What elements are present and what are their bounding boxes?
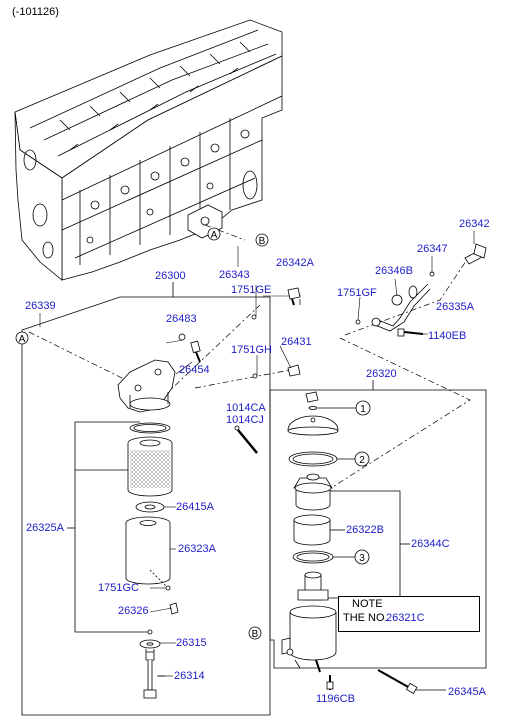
callout-26322b[interactable]: 26322B	[346, 524, 384, 536]
marker-2-label: 2	[359, 455, 365, 466]
marker-a-left-label: A	[19, 334, 26, 345]
callout-26346b[interactable]: 26346B	[375, 265, 413, 277]
callout-1751gh[interactable]: 1751GH	[231, 344, 272, 356]
callout-1751ge[interactable]: 1751GE	[231, 284, 272, 296]
callout-26323a[interactable]: 26323A	[178, 543, 216, 555]
callout-26342[interactable]: 26342	[459, 218, 490, 230]
dashed-leaders	[28, 224, 471, 496]
revision-label: (-101126)	[12, 6, 59, 18]
callout-1140eb[interactable]: 1140EB	[428, 330, 467, 342]
callout-26325a[interactable]: 26325A	[26, 522, 64, 534]
bolt-26454	[178, 333, 201, 363]
callout-26347[interactable]: 26347	[417, 243, 448, 255]
callout-26454[interactable]: 26454	[179, 364, 210, 376]
callout-1014cj[interactable]: 1014CJ	[226, 414, 264, 426]
callout-1751gf[interactable]: 1751GF	[337, 287, 377, 299]
filter-head-housing	[117, 359, 176, 413]
marker-2: 2	[354, 451, 370, 467]
marker-b-bottom-label: B	[252, 629, 259, 640]
engine-block-illustration	[14, 19, 283, 281]
marker-a-top: A	[207, 227, 221, 241]
right-filter-components	[281, 391, 357, 673]
stud-1014ca	[234, 425, 258, 454]
banjo-bolt-26342	[464, 243, 487, 265]
callout-26342a[interactable]: 26342A	[276, 257, 314, 269]
callout-26326[interactable]: 26326	[118, 605, 149, 617]
callout-26320[interactable]: 26320	[366, 368, 397, 380]
callout-26339[interactable]: 26339	[25, 300, 56, 312]
drain-plug-parts	[139, 569, 179, 699]
callout-26300[interactable]: 26300	[155, 270, 186, 282]
marker-a-top-label: A	[211, 230, 218, 241]
bolt-1140eb	[397, 328, 424, 337]
callout-26343[interactable]: 26343	[219, 269, 250, 281]
callout-26431[interactable]: 26431	[281, 336, 312, 348]
note-prefix: THE NO.	[343, 612, 388, 624]
filter-cartridge-upper	[127, 422, 173, 513]
callout-26345a[interactable]: 26345A	[448, 686, 486, 698]
marker-1: 1	[355, 400, 371, 416]
marker-b-bottom: B	[248, 626, 262, 640]
callout-26315[interactable]: 26315	[176, 637, 207, 649]
callout-1751gc[interactable]: 1751GC	[98, 582, 139, 594]
callout-26483[interactable]: 26483	[166, 313, 197, 325]
callout-1014ca[interactable]: 1014CA	[226, 402, 266, 414]
marker-3: 3	[354, 549, 370, 565]
marker-b-top-label: B	[259, 236, 266, 247]
callout-leaders	[39, 231, 475, 677]
oil-pipe-26335a	[355, 271, 435, 332]
marker-3-label: 3	[359, 553, 365, 564]
callout-26415a[interactable]: 26415A	[176, 501, 214, 513]
note-title: NOTE	[352, 598, 383, 610]
marker-1-label: 1	[360, 404, 366, 415]
marker-a-left: A	[15, 331, 29, 345]
marker-b-top: B	[255, 233, 269, 247]
callout-1196cb[interactable]: 1196CB	[316, 693, 355, 705]
bolt-26431	[252, 364, 301, 379]
note-box	[338, 596, 480, 632]
callout-26344c[interactable]: 26344C	[411, 538, 450, 550]
note-part-link[interactable]: 26321C	[386, 612, 425, 624]
bolts-bottom-right	[326, 669, 446, 695]
filter-cartridge-26323a	[125, 516, 171, 585]
callout-26314[interactable]: 26314	[174, 670, 205, 682]
callout-26335a[interactable]: 26335A	[436, 301, 474, 313]
